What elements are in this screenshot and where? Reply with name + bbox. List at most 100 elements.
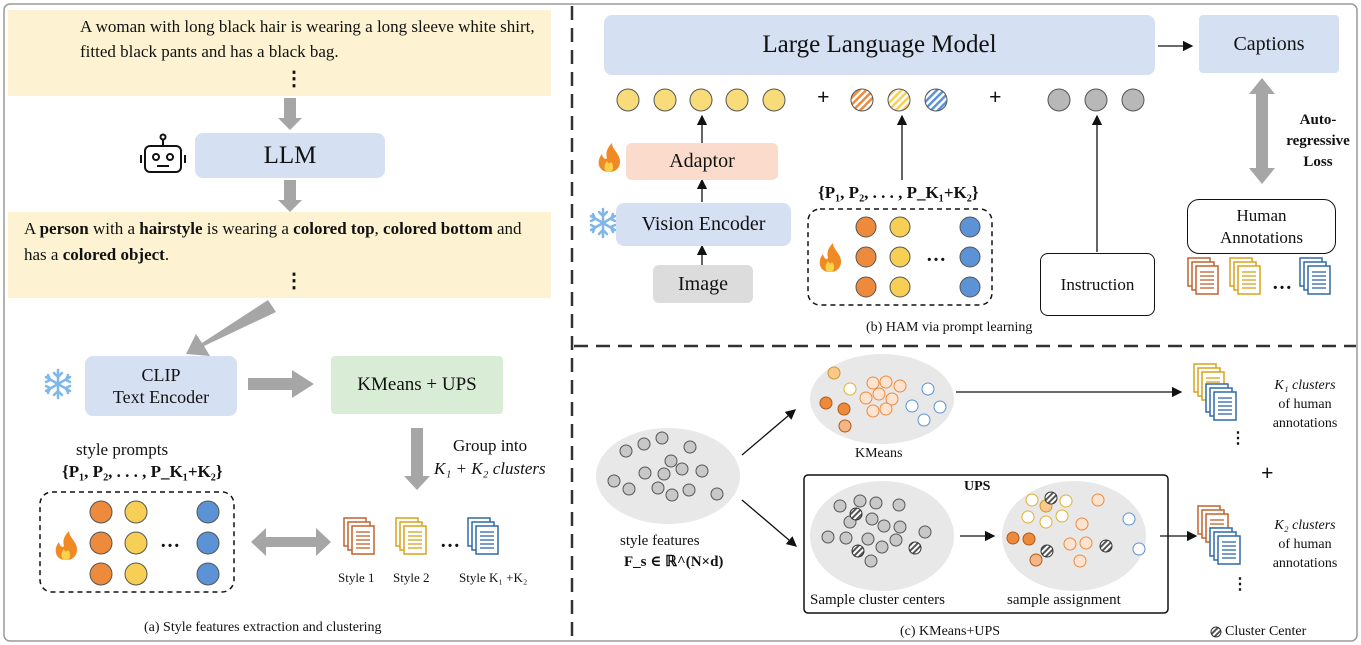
captions-label: Captions xyxy=(1233,32,1305,55)
llm-label: LLM xyxy=(263,141,317,169)
prompt-grid-a xyxy=(89,500,220,586)
style-2-label: Style 2 xyxy=(393,570,430,585)
kmeans-ups-box: KMeans + UPS xyxy=(331,356,503,414)
template-part: . xyxy=(164,245,170,264)
sample-centers-label: Sample cluster centers xyxy=(810,592,945,608)
image-box: Image xyxy=(653,265,753,303)
visual-tokens xyxy=(616,88,786,112)
caption-b: (b) HAM via prompt learning xyxy=(866,320,1033,335)
k1-line: K₁ clusters xyxy=(1274,378,1336,393)
image-label: Image xyxy=(678,272,728,295)
robot-icon xyxy=(140,133,186,173)
template-caption-box xyxy=(8,212,551,298)
k2-line: annotations xyxy=(1272,556,1338,571)
sample-assignment-label: sample assignment xyxy=(1007,592,1121,608)
input-caption-box xyxy=(8,10,551,96)
autoregressive-loss-label: Auto- regressive Loss xyxy=(1283,110,1353,173)
prompt-grid-ellipsis: … xyxy=(160,530,180,552)
template-part: is wearing a xyxy=(202,219,294,238)
large-language-model-box: Large Language Model xyxy=(604,15,1155,75)
adaptor-label: Adaptor xyxy=(669,150,735,172)
panel-b-arrows xyxy=(696,40,1194,265)
snowflake-icon xyxy=(589,207,617,239)
style-1-label: Style 1 xyxy=(338,570,375,585)
ups-cluster-centers xyxy=(849,507,922,558)
k1-line: annotations xyxy=(1272,416,1338,431)
instruction-tokens xyxy=(1047,88,1145,112)
annotation-docs-yellow xyxy=(1230,258,1260,294)
style-feature-points xyxy=(607,431,724,502)
template-part: hairstyle xyxy=(139,219,203,238)
arrow-prompts-styles xyxy=(251,528,331,556)
template-caption-text: A person with a hairstyle is wearing a c… xyxy=(24,216,544,268)
prompt-set-b: {P₁, P₂, . . . , P_K₁+K₂} xyxy=(818,183,979,202)
kmeans-points xyxy=(819,366,947,433)
style-k-docs xyxy=(468,518,498,554)
instruction-label: Instruction xyxy=(1060,274,1135,294)
legend-cluster-center-label: Cluster Center xyxy=(1225,624,1307,639)
style-1-docs xyxy=(344,518,374,554)
fire-icon xyxy=(598,143,621,172)
style-docs-ellipsis: … xyxy=(440,530,460,552)
style-prompts-title: style prompts xyxy=(76,440,169,459)
human-annotations-line: Annotations xyxy=(1219,227,1304,247)
k1-line: of human xyxy=(1278,397,1332,412)
prompt-grid-b-ellipsis: … xyxy=(926,244,946,266)
prompt-tokens xyxy=(850,88,948,112)
k2-line: of human xyxy=(1278,537,1332,552)
caption-a: (a) Style features extraction and cluste… xyxy=(144,620,382,635)
plus-1: + xyxy=(817,84,830,109)
template-part: colored object xyxy=(62,245,165,264)
template-part: and has a xyxy=(24,219,522,264)
legend-cluster-center-marker xyxy=(1210,626,1222,638)
fire-icon xyxy=(55,531,78,560)
human-annotations-line: Human xyxy=(1236,205,1287,225)
vision-encoder-box: Vision Encoder xyxy=(616,203,791,246)
annotation-docs-ellipsis: … xyxy=(1272,272,1292,294)
input-caption-text: A woman with long black hair is wearing … xyxy=(80,17,535,61)
caption-c: (c) KMeans+UPS xyxy=(900,624,1001,639)
k2-docs-blue xyxy=(1210,528,1240,564)
loss-line: Loss xyxy=(1303,154,1333,170)
style-prompt-set: {P₁, P₂, . . . , P_K₁+K₂} xyxy=(62,462,223,481)
template-part: , xyxy=(374,219,384,238)
adaptor-box: Adaptor xyxy=(626,143,778,180)
style-prompts-box xyxy=(39,491,235,593)
ups-label: UPS xyxy=(964,479,991,494)
ups-box xyxy=(803,474,1169,614)
template-part: person xyxy=(39,219,89,238)
k1-clusters-label: K₁ clusters of human annotations xyxy=(1255,376,1355,433)
k2-clusters-label: K₂ clusters of human annotations xyxy=(1255,516,1355,573)
llm-box: LLM xyxy=(195,133,385,178)
arrow-llm-to-template xyxy=(278,180,302,212)
k2-ellipsis: ⋮ xyxy=(1232,576,1248,593)
group-into-label: Group into xyxy=(453,436,528,455)
fire-icon xyxy=(819,243,842,272)
arrow-kmeans-to-styles xyxy=(404,428,430,490)
clip-label: CLIP xyxy=(141,365,181,385)
template-part: colored bottom xyxy=(383,219,493,238)
template-part: A xyxy=(24,219,40,238)
panel-c-arrows xyxy=(741,386,1198,547)
arrow-caption-to-llm xyxy=(278,98,302,130)
text-encoder-label: Text Encoder xyxy=(112,387,210,407)
k1-docs-blue xyxy=(1206,384,1236,420)
k1-ellipsis: ⋮ xyxy=(1230,430,1246,447)
kmeans-ups-label: KMeans + UPS xyxy=(357,374,477,395)
figure-frame xyxy=(3,3,1358,642)
annotation-docs-blue xyxy=(1300,258,1330,294)
instruction-box: Instruction xyxy=(1040,253,1155,316)
style-features-label: style features xyxy=(620,533,700,549)
ups-assignment-points xyxy=(1006,493,1146,568)
panel-c-plus: + xyxy=(1261,460,1274,485)
human-annotations-box: Human Annotations xyxy=(1187,199,1336,254)
group-clusters-label: K₁ + K₂ clusters xyxy=(434,459,546,478)
large-language-model-label: Large Language Model xyxy=(762,31,997,58)
template-part: with a xyxy=(88,219,140,238)
k2-line: K₂ clusters xyxy=(1274,518,1336,533)
vision-encoder-label: Vision Encoder xyxy=(641,213,766,235)
style-2-docs xyxy=(396,518,426,554)
loss-double-arrow xyxy=(1249,78,1275,184)
style-k-label: Style K₁ +K₂ xyxy=(459,570,528,585)
